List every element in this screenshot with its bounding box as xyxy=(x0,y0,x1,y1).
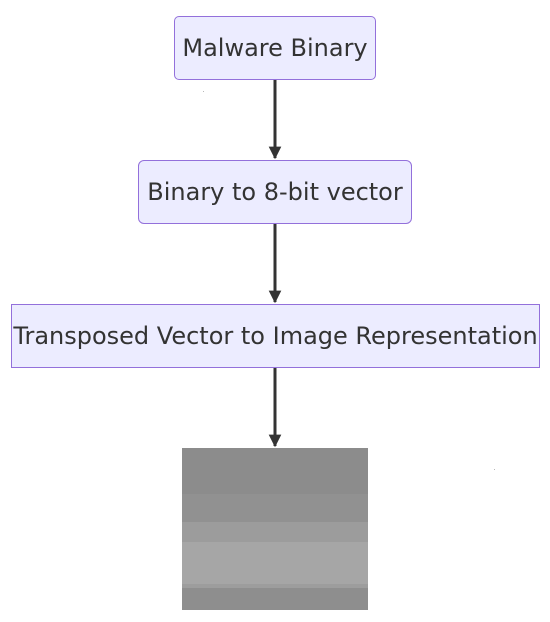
image-band xyxy=(182,584,368,588)
node-malware-binary-label: Malware Binary xyxy=(182,34,368,62)
image-band xyxy=(182,588,368,610)
image-band xyxy=(182,448,368,494)
image-band xyxy=(182,494,368,522)
node-vector-to-image: Transposed Vector to Image Representatio… xyxy=(11,304,540,368)
node-binary-to-vector-label: Binary to 8-bit vector xyxy=(147,178,403,206)
grayscale-image xyxy=(182,448,368,610)
speck-dot xyxy=(203,91,204,92)
image-band xyxy=(182,522,368,542)
node-vector-to-image-label: Transposed Vector to Image Representatio… xyxy=(13,322,538,350)
image-band xyxy=(182,542,368,584)
speck-dot xyxy=(494,469,495,470)
node-binary-to-vector: Binary to 8-bit vector xyxy=(138,160,412,224)
node-malware-binary: Malware Binary xyxy=(174,16,376,80)
